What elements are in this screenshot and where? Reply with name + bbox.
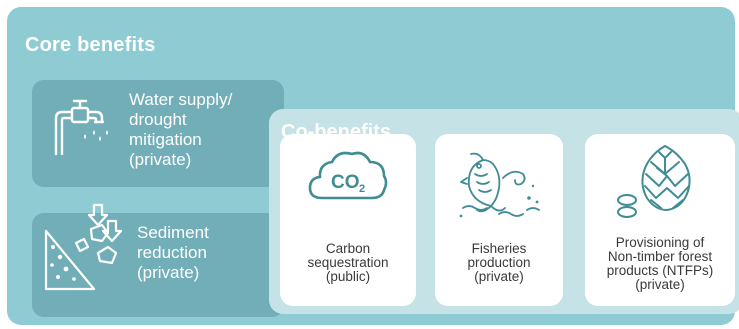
co2-subscript: 2 bbox=[359, 183, 365, 195]
fisheries-label: Fisheries production (private) bbox=[435, 242, 563, 284]
core-card-water-supply: Water supply/ drought mitigation (privat… bbox=[32, 80, 284, 187]
ntfp-line-4: (private) bbox=[635, 277, 685, 292]
core-benefits-panel: Core benefits bbox=[7, 7, 739, 325]
water-supply-line-1: Water supply/ bbox=[129, 90, 233, 109]
fisheries-line-3: (private) bbox=[474, 269, 524, 284]
water-supply-line-4: (private) bbox=[129, 150, 192, 169]
co-benefits-panel: Co-benefits CO 2 Carbon sequestration (p… bbox=[269, 109, 739, 314]
co-card-ntfp: Provisioning of Non-timber forest produc… bbox=[585, 134, 735, 306]
carbon-line-1: Carbon bbox=[325, 241, 371, 256]
water-supply-line-2: drought bbox=[129, 110, 187, 129]
sediment-line-3: (private) bbox=[137, 263, 200, 282]
sediment-icon bbox=[44, 203, 123, 291]
carbon-line-2: sequestration bbox=[307, 255, 389, 270]
ntfp-line-1: Provisioning of bbox=[615, 235, 705, 250]
carbon-line-3: (public) bbox=[325, 269, 371, 284]
co2-text: CO bbox=[331, 172, 360, 193]
fisheries-line-1: Fisheries bbox=[471, 241, 527, 256]
water-tap-icon bbox=[54, 99, 108, 156]
carbon-label: Carbon sequestration (public) bbox=[280, 242, 416, 284]
co-card-carbon: CO 2 Carbon sequestration (public) bbox=[280, 134, 416, 306]
core-card-sediment: Sediment reduction (private) bbox=[32, 203, 284, 317]
water-supply-line-3: mitigation bbox=[129, 130, 202, 149]
ntfp-line-2: Non-timber forest bbox=[607, 249, 713, 264]
sediment-line-2: reduction bbox=[137, 243, 207, 262]
co-card-fisheries: Fisheries production (private) bbox=[435, 134, 563, 306]
ntfp-line-3: products (NTFPs) bbox=[606, 263, 714, 278]
fish-icon bbox=[459, 152, 540, 218]
water-supply-label: Water supply/ drought mitigation (privat… bbox=[129, 90, 232, 170]
fisheries-line-2: production bbox=[467, 255, 531, 270]
co2-cloud-icon: CO 2 bbox=[308, 151, 388, 200]
pine-cone-icon bbox=[617, 145, 691, 218]
core-benefits-title: Core benefits bbox=[25, 34, 156, 56]
sediment-line-1: Sediment bbox=[137, 223, 209, 242]
ntfp-label: Provisioning of Non-timber forest produc… bbox=[585, 236, 735, 292]
sediment-label: Sediment reduction (private) bbox=[137, 223, 209, 283]
